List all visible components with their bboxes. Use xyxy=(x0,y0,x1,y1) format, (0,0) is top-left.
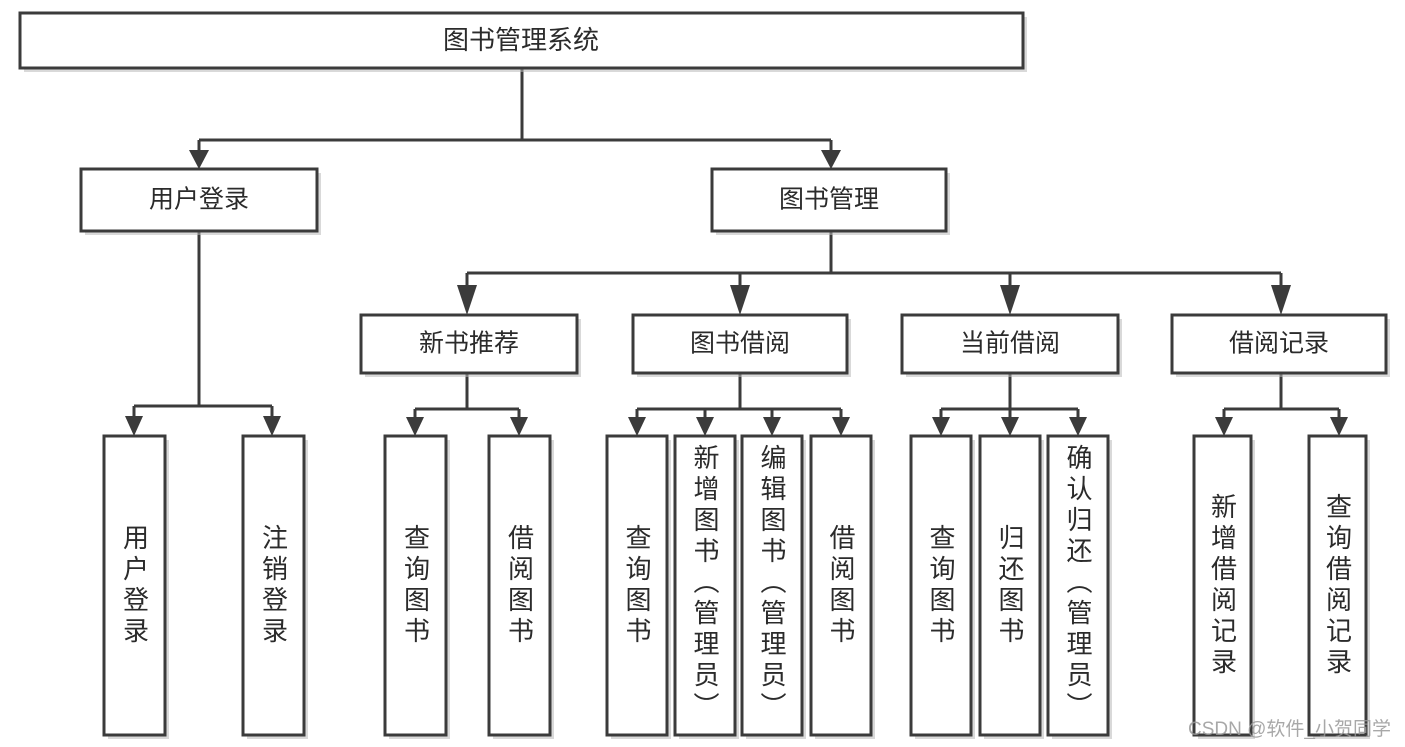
arrow-leaf-12-icon xyxy=(1215,417,1233,436)
new-book-rect xyxy=(359,313,579,375)
arrow-to-borrow-icon xyxy=(730,285,750,315)
node-new-book-recommend[interactable]: 新书推荐 xyxy=(359,313,581,377)
current-borrow-label: 当前借阅 xyxy=(960,330,1060,358)
leaf-3-rect xyxy=(383,434,448,737)
leaf-7-rect xyxy=(740,434,804,737)
arrow-leaf-4-icon xyxy=(510,417,528,436)
leaf-node-13[interactable] xyxy=(1307,434,1370,739)
leaf-8-rect xyxy=(809,434,873,737)
node-root[interactable]: 图书管理系统 xyxy=(18,11,1027,72)
node-current-borrow[interactable]: 当前借阅 xyxy=(900,313,1122,377)
leaf-9-rect xyxy=(909,434,973,737)
new-book-label: 新书推荐 xyxy=(419,330,519,358)
arrow-to-current-icon xyxy=(1000,285,1020,315)
leaf-node-2[interactable] xyxy=(241,434,308,739)
node-user-login[interactable]: 用户登录 xyxy=(79,167,321,235)
root-label: 图书管理系统 xyxy=(443,25,599,55)
leaf-node-8[interactable] xyxy=(809,434,875,739)
leaf-node-11[interactable] xyxy=(1046,434,1112,739)
user-login-label: 用户登录 xyxy=(149,186,249,214)
arrow-leaf-9-icon xyxy=(932,417,950,436)
leaf-node-10[interactable] xyxy=(978,434,1044,739)
connector-layer xyxy=(125,68,1348,436)
book-manage-label: 图书管理 xyxy=(779,186,879,214)
arrow-leaf-2-icon xyxy=(263,416,281,436)
leaf-node-7[interactable] xyxy=(740,434,806,739)
arrow-leaf-3-icon xyxy=(406,417,424,436)
arrow-to-record-icon xyxy=(1271,285,1291,315)
leaf-node-9[interactable] xyxy=(909,434,975,739)
user-login-rect xyxy=(79,167,319,233)
leaf-10-rect xyxy=(978,434,1042,737)
arrow-leaf-13-icon xyxy=(1330,417,1348,436)
leaf-5-rect xyxy=(605,434,669,737)
arrow-leaf-7-icon xyxy=(763,417,781,436)
arrow-leaf-1-icon xyxy=(125,416,143,436)
node-book-manage[interactable]: 图书管理 xyxy=(710,167,950,235)
node-layer: 图书管理系统 用户登录 图书管理 新书推荐 xyxy=(18,11,1390,739)
book-manage-rect xyxy=(710,167,948,233)
arrow-to-user-login-icon xyxy=(189,150,209,169)
borrow-record-label: 借阅记录 xyxy=(1229,330,1329,358)
root-rect xyxy=(18,11,1025,70)
arrow-leaf-10-icon xyxy=(1001,417,1019,436)
leaf-node-3[interactable] xyxy=(383,434,450,739)
leaf-node-6[interactable] xyxy=(673,434,739,739)
leaf-11-rect xyxy=(1046,434,1110,737)
arrow-to-newbook-icon xyxy=(457,285,477,315)
book-borrow-label: 图书借阅 xyxy=(690,330,790,358)
leaf-node-12[interactable] xyxy=(1192,434,1255,739)
leaf-node-1[interactable] xyxy=(102,434,169,739)
leaf-12-rect xyxy=(1192,434,1253,737)
arrow-leaf-5-icon xyxy=(628,417,646,436)
node-borrow-record[interactable]: 借阅记录 xyxy=(1170,313,1390,377)
leaf-node-layer xyxy=(102,434,1370,739)
node-book-borrow[interactable]: 图书借阅 xyxy=(631,313,851,377)
current-borrow-rect xyxy=(900,313,1120,375)
leaf-node-4[interactable] xyxy=(487,434,554,739)
leaf-13-rect xyxy=(1307,434,1368,737)
arrow-leaf-11-icon xyxy=(1069,417,1087,436)
leaf-1-rect xyxy=(102,434,167,737)
csdn-watermark: CSDN @软件_小贺同学 xyxy=(1188,719,1391,740)
arrow-to-book-manage-icon xyxy=(821,150,841,169)
arrow-leaf-6-icon xyxy=(696,417,714,436)
leaf-4-rect xyxy=(487,434,552,737)
leaf-6-rect xyxy=(673,434,737,737)
book-borrow-rect xyxy=(631,313,849,375)
arrow-leaf-8-icon xyxy=(832,417,850,436)
leaf-node-5[interactable] xyxy=(605,434,671,739)
borrow-record-rect xyxy=(1170,313,1388,375)
leaf-2-rect xyxy=(241,434,306,737)
